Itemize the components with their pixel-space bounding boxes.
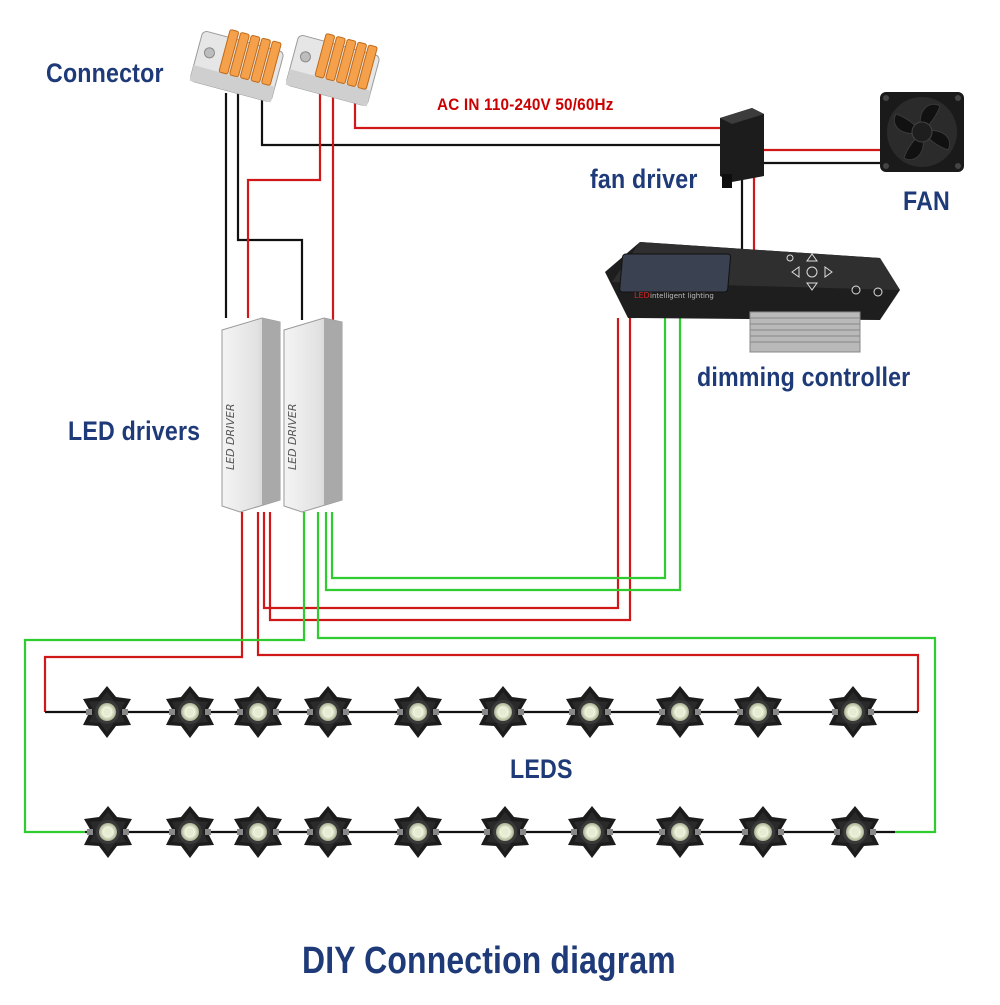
driver2-out-green-a [23,512,306,834]
led-2-5 [394,806,442,858]
led-2-8 [656,806,704,858]
dim-wire-green-2 [324,318,682,592]
dim-wire-red-1 [262,318,620,610]
led-2-2 [166,806,214,858]
led-2-1 [84,806,132,858]
fan-label: FAN [903,186,950,216]
wires [23,93,937,834]
controller-brand-text: intelligent lighting [650,292,714,300]
led-1-4 [304,686,352,738]
connector-block-2 [285,33,380,107]
fan-icon [880,92,964,172]
ac-in-label: AC IN 110-240V 50/60Hz [437,95,614,114]
ac-in-neutral-wire [260,93,722,147]
wire-connector1-driver2 [236,93,304,320]
led-2-9 [739,806,787,858]
led-1-5 [394,686,442,738]
led-2-6 [481,806,529,858]
dimming-controller-label: dimming controller [697,362,911,392]
driver1-out-red-a [43,512,244,712]
led-driver-2: LED DRIVER [283,317,343,513]
led-1-9 [734,686,782,738]
led-2-3 [234,806,282,858]
ac-in-live-wire [353,93,722,130]
led-1-8 [656,686,704,738]
dim-wire-red-2 [268,318,632,622]
controller-buttons [786,253,883,297]
dimming-controller-icon: LED intelligent lighting [605,242,900,353]
fan-driver-label: fan driver [590,164,698,194]
led-driver-1: LED DRIVER [221,317,281,513]
controller-logo: LED [634,291,650,300]
connector-block-1 [189,29,284,103]
connector-label: Connector [46,58,164,88]
led-1-10 [829,686,877,738]
led-1-7 [566,686,614,738]
led-1-6 [479,686,527,738]
led-2-10 [831,806,879,858]
driver1-out-red-b [256,512,920,712]
wire-connector2-driver1 [246,93,322,318]
led-1-2 [166,686,214,738]
fan-driver-icon [720,108,764,188]
led-driver-2-label: LED DRIVER [286,403,299,470]
led-2-7 [568,806,616,858]
leds-label: LEDS [510,754,573,784]
led-2-4 [304,806,352,858]
led-drivers-label: LED drivers [68,416,201,446]
diagram-title: DIY Connection diagram [302,940,676,982]
led-1-3 [234,686,282,738]
led-1-1 [83,686,131,738]
driver2-out-green-b [316,512,937,834]
led-driver-1-label: LED DRIVER [224,403,237,470]
dim-wire-green-1 [330,318,667,580]
